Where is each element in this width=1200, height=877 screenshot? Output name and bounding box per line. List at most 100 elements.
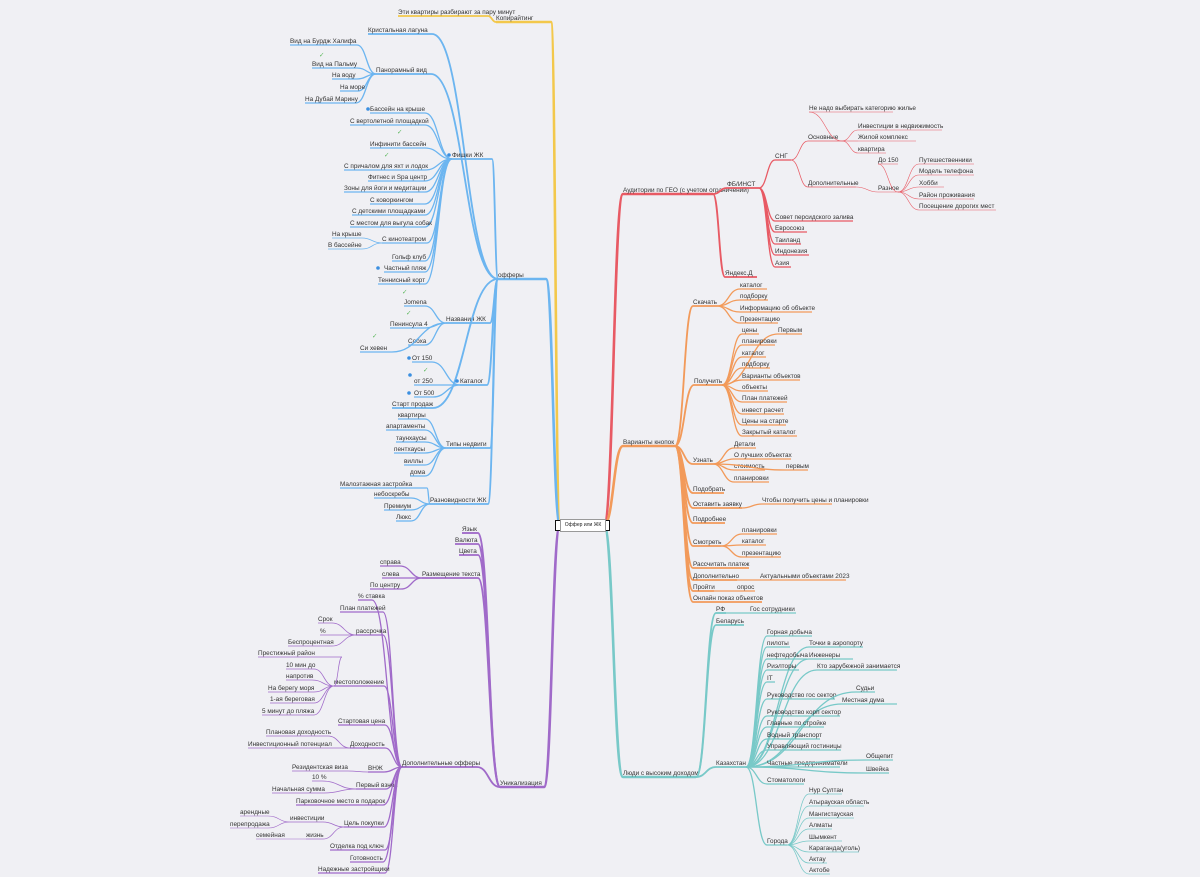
node-инвест-расчет[interactable]: инвест расчет	[742, 407, 784, 414]
node-гос-сотрудники[interactable]: Гос сотрудники	[750, 606, 795, 613]
node-пилоты[interactable]: пилоты	[767, 640, 789, 647]
node-горная-добыча[interactable]: Горная добыча	[767, 628, 812, 636]
node-эти-квартиры-разбирают-за-пару[interactable]: Эти квартиры разбирают за пару минут	[398, 8, 515, 16]
node-парковочное-место-в-подарок[interactable]: Парковочное место в подарок	[296, 798, 385, 805]
node-по-центру[interactable]: По центру	[370, 582, 401, 589]
node-опрос[interactable]: опрос	[737, 584, 755, 591]
node-квартира[interactable]: квартира	[858, 146, 885, 153]
node-беларусь[interactable]: Беларусь	[716, 618, 745, 625]
node-рф[interactable]: РФ	[716, 606, 725, 613]
node-швейка[interactable]: Швейка	[866, 765, 889, 773]
node-от-500[interactable]: От 500	[414, 390, 435, 397]
node-города[interactable]: Города	[767, 838, 788, 845]
node-азия[interactable]: Азия	[775, 260, 790, 267]
node-размещение-текста[interactable]: Размещение текста	[422, 571, 481, 578]
node-беспроцентная[interactable]: Беспроцентная	[288, 639, 334, 646]
node-семейная[interactable]: семейная	[256, 831, 285, 839]
node-[interactable]: %	[320, 628, 326, 635]
node-каталог[interactable]: Каталог	[460, 378, 484, 385]
node-инженеры[interactable]: Инженеры	[809, 652, 841, 659]
node-дополнительные-офферы[interactable]: Дополнительные офферы	[402, 760, 481, 767]
node-снг[interactable]: СНГ	[775, 153, 788, 160]
node-планировки[interactable]: планировки	[742, 338, 777, 345]
node-чтобы-получить-цены-и-планиров[interactable]: Чтобы получить цены и планировки	[762, 496, 869, 504]
node-совет-персидского-залива[interactable]: Совет персидского залива	[775, 214, 854, 221]
node-риэлторы[interactable]: Риэлторы	[767, 663, 797, 670]
node-фитнес-и-spa-центр[interactable]: Фитнес и Spa центр	[368, 174, 427, 181]
node-руководство-корп-сектор[interactable]: Руководство корп сектор	[767, 709, 841, 716]
node-хобби[interactable]: Хобби	[919, 179, 938, 187]
branch-audience[interactable]: Аудитории по ГЕО (с учетом ограничений)	[623, 186, 749, 194]
node-вид-на-бурдж-халифа[interactable]: Вид на Бурдж Халифа	[290, 38, 357, 45]
node-мангистауская[interactable]: Мангистауская	[809, 811, 854, 818]
node-шымкент[interactable]: Шымкент	[809, 834, 837, 841]
node-зоны-для-йоги-и-медитации[interactable]: Зоны для йоги и медитации	[344, 184, 427, 192]
node-подборку[interactable]: подборку	[742, 360, 770, 368]
node-детали[interactable]: Детали	[734, 441, 756, 448]
node-управляющий-гостиницы[interactable]: Управляющий гостиницы	[767, 742, 842, 750]
node-отделка-под-ключ[interactable]: Отделка под ключ	[330, 843, 384, 850]
node-кто-зарубежной-занимается[interactable]: Кто зарубежной занимается	[817, 662, 901, 670]
node-квартиры[interactable]: квартиры	[398, 412, 426, 419]
node-главные-по-стройке[interactable]: Главные по стройке	[767, 719, 827, 727]
node-смотреть[interactable]: Смотреть	[693, 539, 722, 546]
node-евросоюз[interactable]: Евросоюз	[775, 225, 804, 232]
node-перепродажа[interactable]: перепродажа	[230, 821, 270, 828]
node-цвета[interactable]: Цвета	[459, 548, 477, 555]
node-таиланд[interactable]: Таиланд	[775, 237, 801, 244]
node-закрытый-каталог[interactable]: Закрытый каталог	[742, 428, 796, 436]
node-жизнь[interactable]: жизнь	[306, 832, 324, 839]
node-инфинити-бассейн[interactable]: Инфинити бассейн	[370, 140, 427, 148]
node-нефтедобыча[interactable]: нефтедобыча	[767, 651, 808, 659]
node-план-платежей[interactable]: План платежей	[340, 604, 386, 612]
node-рассчитать-платеж[interactable]: Рассчитать платеж	[693, 561, 750, 568]
node-актуальными-объектами-2023[interactable]: Актуальными объектами 2023	[760, 572, 850, 580]
node-подробнее[interactable]: Подробнее	[693, 515, 727, 523]
node-начальная-сумма[interactable]: Начальная сумма	[272, 786, 325, 793]
node-гольф-клуб[interactable]: Гольф клуб	[392, 253, 426, 261]
node-названия-жк[interactable]: Названия ЖК	[446, 316, 486, 323]
node-собха[interactable]: Собха	[408, 337, 427, 345]
node-актау[interactable]: Актау	[809, 856, 826, 863]
node-теннисный-корт[interactable]: Теннисный корт	[378, 276, 425, 284]
node-малоэтажная-застройка[interactable]: Малоэтажная застройка	[340, 480, 413, 488]
node-jomena[interactable]: Jomena	[404, 299, 427, 306]
node-с-вертолетной-площадкой[interactable]: С вертолетной площадкой	[350, 117, 429, 125]
node-ставка[interactable]: % ставка	[358, 593, 385, 600]
node-о-лучших-объектах[interactable]: О лучших объектах	[734, 451, 792, 459]
node-арендные[interactable]: арендные	[240, 809, 270, 816]
node-подобрать[interactable]: Подобрать	[693, 485, 726, 493]
node-стартовая-цена[interactable]: Стартовая цена	[338, 718, 386, 725]
node-на-воду[interactable]: На воду	[332, 72, 356, 79]
node-местная-дума[interactable]: Местная дума	[842, 697, 885, 704]
node-жилой-комплекс[interactable]: Жилой комплекс	[858, 133, 909, 141]
node-it[interactable]: IT	[767, 675, 773, 682]
node-точки-в-аэропорту[interactable]: Точки в аэропорту	[809, 640, 864, 647]
node-казахстан[interactable]: Казахстан	[716, 760, 746, 767]
node-цель-покупки[interactable]: Цель покупки	[344, 820, 384, 827]
node-варианты-объектов[interactable]: Варианты объектов	[742, 372, 801, 380]
node-таунхаусы[interactable]: таунхаусы	[396, 435, 427, 442]
node-внж[interactable]: ВНЖ	[368, 765, 383, 772]
node-не-надо-выбирать-категорию-жил[interactable]: Не надо выбирать категорию жилье	[809, 104, 916, 112]
node-фишки-жк[interactable]: Фишки ЖК	[452, 152, 484, 159]
node-оставить-заявку[interactable]: Оставить заявку	[693, 501, 743, 508]
branch-buttons[interactable]: Варианты кнопок	[623, 439, 674, 446]
node-престижный-район[interactable]: Престижный район	[258, 649, 315, 657]
node-атырауская-область[interactable]: Атырауская область	[809, 798, 870, 806]
node-модель-телефона[interactable]: Модель телефона	[919, 168, 974, 175]
node-виллы[interactable]: виллы	[404, 458, 423, 465]
node-фб-инст[interactable]: ФБ/ИНСТ	[727, 181, 755, 188]
branch-unique[interactable]: Уникализация	[500, 780, 542, 787]
node-в-бассейне[interactable]: В бассейне	[328, 241, 362, 249]
root-node[interactable]: Оффер или ЖК	[560, 519, 606, 532]
node-от-150[interactable]: От 150	[412, 355, 433, 362]
node-небоскребы[interactable]: небоскребы	[374, 490, 410, 498]
node-с-кинотеатром[interactable]: С кинотеатром	[382, 236, 426, 243]
node-бассейн-на-крыше[interactable]: Бассейн на крыше	[370, 105, 425, 113]
node-разное[interactable]: Разное	[878, 185, 900, 192]
node-инвестиционный-потенциал[interactable]: Инвестиционный потенциал	[248, 740, 332, 748]
node-на-море[interactable]: На море	[340, 84, 365, 91]
node-водный-транспорт[interactable]: Водный транспорт	[767, 731, 822, 739]
node-от-250[interactable]: от 250	[414, 378, 433, 385]
